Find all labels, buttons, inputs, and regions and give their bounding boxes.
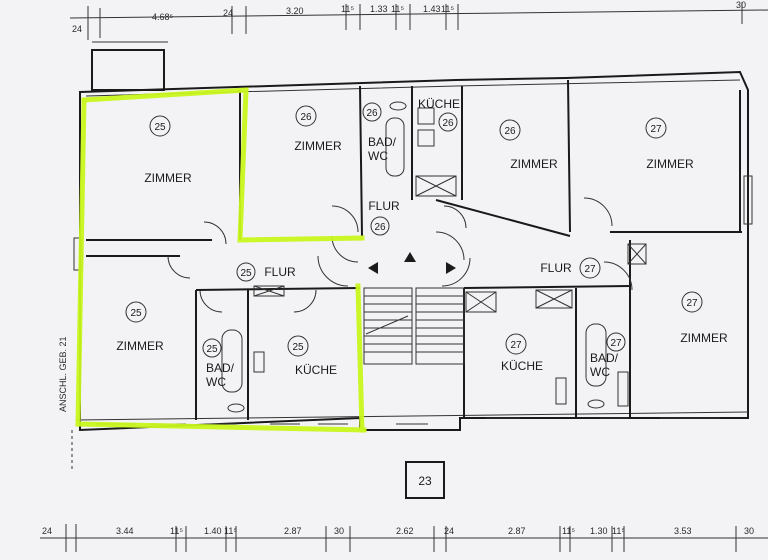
room-bad-wc-25: 25 BAD/WC bbox=[202, 338, 235, 389]
staircase bbox=[363, 287, 465, 365]
room-label: BAD/WC bbox=[206, 361, 235, 389]
room-labels: 25 ZIMMER 26 ZIMMER 26 BAD/WC KÜCHE 26 2… bbox=[116, 97, 728, 389]
room-label: FLUR bbox=[540, 261, 572, 275]
room-zimmer-25-top: 25 ZIMMER bbox=[144, 115, 192, 185]
top-dim-9: 30 bbox=[736, 0, 746, 10]
room-kueche-27: 27 KÜCHE bbox=[501, 333, 543, 373]
top-dim-2: 24 bbox=[223, 8, 233, 18]
unit-number: 26 bbox=[366, 108, 378, 119]
bottom-dim-2: 11⁵ bbox=[170, 526, 183, 536]
unit-number: 26 bbox=[442, 118, 454, 129]
room-label: KÜCHE bbox=[295, 363, 337, 377]
landing-arrows bbox=[368, 252, 456, 274]
arrow-left-icon bbox=[368, 262, 378, 274]
bottom-dim-0: 24 bbox=[42, 526, 52, 536]
top-dim-0: 24 bbox=[72, 24, 82, 34]
balcony bbox=[91, 41, 168, 91]
unit-number: 25 bbox=[292, 342, 304, 353]
building-number: 23 bbox=[418, 474, 432, 488]
windows bbox=[73, 175, 753, 425]
room-kueche-26: KÜCHE 26 bbox=[418, 97, 460, 132]
bottom-dim-9: 2.87 bbox=[508, 526, 526, 536]
bottom-dim-12: 11⁵ bbox=[612, 526, 625, 536]
unit-number: 25 bbox=[154, 122, 166, 133]
side-label: ANSCHL. GEB. 21 bbox=[58, 336, 68, 412]
room-label: ZIMMER bbox=[144, 171, 192, 185]
bottom-dim-6: 30 bbox=[334, 526, 344, 536]
bottom-dim-1: 3.44 bbox=[116, 526, 134, 536]
top-dim-7: 1.43 bbox=[423, 4, 441, 14]
room-flur-26: FLUR 26 bbox=[368, 199, 400, 236]
room-label: KÜCHE bbox=[501, 359, 543, 373]
top-dim-4: 11⁵ bbox=[341, 4, 354, 14]
top-dim-3: 3.20 bbox=[286, 6, 304, 16]
room-bad-wc-26: 26 BAD/WC bbox=[362, 102, 397, 163]
bottom-dim-5: 2.87 bbox=[284, 526, 302, 536]
arrow-right-icon bbox=[446, 262, 456, 274]
door-swings bbox=[167, 197, 633, 313]
room-label: ZIMMER bbox=[116, 339, 164, 353]
room-label: ZIMMER bbox=[510, 157, 558, 171]
unit-number: 27 bbox=[686, 298, 698, 309]
unit-number: 26 bbox=[374, 222, 386, 233]
unit-number: 25 bbox=[130, 308, 142, 319]
unit-number: 25 bbox=[206, 344, 218, 355]
unit-number: 26 bbox=[504, 126, 516, 137]
room-label: FLUR bbox=[264, 265, 296, 279]
room-label: KÜCHE bbox=[418, 97, 460, 111]
bottom-dim-3: 1.40 bbox=[204, 526, 222, 536]
room-zimmer-25-bottom: 25 ZIMMER bbox=[116, 301, 164, 353]
building-number-box: 23 bbox=[405, 461, 445, 499]
top-dimension-line: 24 4.68⁵ 24 3.20 11⁵ 1.33 11⁵ 1.43 11⁵ 3… bbox=[69, 0, 768, 40]
unit-number: 27 bbox=[584, 264, 596, 275]
unit-number: 27 bbox=[650, 124, 662, 135]
room-label: ZIMMER bbox=[646, 157, 694, 171]
top-dim-1: 4.68⁵ bbox=[152, 12, 174, 22]
bottom-dim-13: 3.53 bbox=[674, 526, 692, 536]
room-flur-27: FLUR 27 bbox=[540, 257, 601, 279]
bottom-dim-11: 1.30 bbox=[590, 526, 608, 536]
top-dim-6: 11⁵ bbox=[391, 4, 404, 14]
arrow-up-icon bbox=[404, 252, 416, 262]
bottom-dim-7: 2.62 bbox=[396, 526, 414, 536]
room-bad-wc-27: 27 BAD/WC bbox=[590, 332, 626, 379]
top-dim-8: 11⁵ bbox=[441, 4, 454, 14]
room-label: BAD/WC bbox=[368, 135, 397, 163]
service-shafts bbox=[253, 175, 647, 313]
room-flur-25: 25 FLUR bbox=[236, 262, 296, 282]
room-label: ZIMMER bbox=[680, 331, 728, 345]
bottom-dim-8: 24 bbox=[444, 526, 454, 536]
bathroom-fixtures bbox=[221, 101, 629, 413]
bottom-dim-4: 11⁵ bbox=[224, 526, 237, 536]
bottom-dimension-line: 24 3.44 11⁵ 1.40 11⁵ 2.87 30 2.62 24 2.8… bbox=[40, 524, 768, 552]
room-zimmer-27-bottom: 27 ZIMMER bbox=[680, 291, 728, 345]
top-dim-5: 1.33 bbox=[370, 4, 388, 14]
room-zimmer-27-top: 27 ZIMMER bbox=[645, 117, 694, 171]
interior-walls bbox=[86, 79, 742, 420]
room-label: BAD/WC bbox=[590, 351, 619, 379]
unit-number: 27 bbox=[510, 340, 522, 351]
unit-number: 25 bbox=[240, 268, 252, 279]
unit-number: 26 bbox=[300, 112, 312, 123]
unit-number: 27 bbox=[610, 338, 622, 349]
room-zimmer-26-right: 26 ZIMMER bbox=[499, 119, 558, 171]
bottom-dim-10: 11⁵ bbox=[562, 526, 575, 536]
bottom-dim-14: 30 bbox=[744, 526, 754, 536]
room-label: FLUR bbox=[368, 199, 400, 213]
highlighted-apartment-outline bbox=[75, 87, 367, 433]
room-zimmer-26-left: 26 ZIMMER bbox=[294, 105, 342, 153]
room-label: ZIMMER bbox=[294, 139, 342, 153]
room-kueche-25: 25 KÜCHE bbox=[287, 335, 337, 377]
